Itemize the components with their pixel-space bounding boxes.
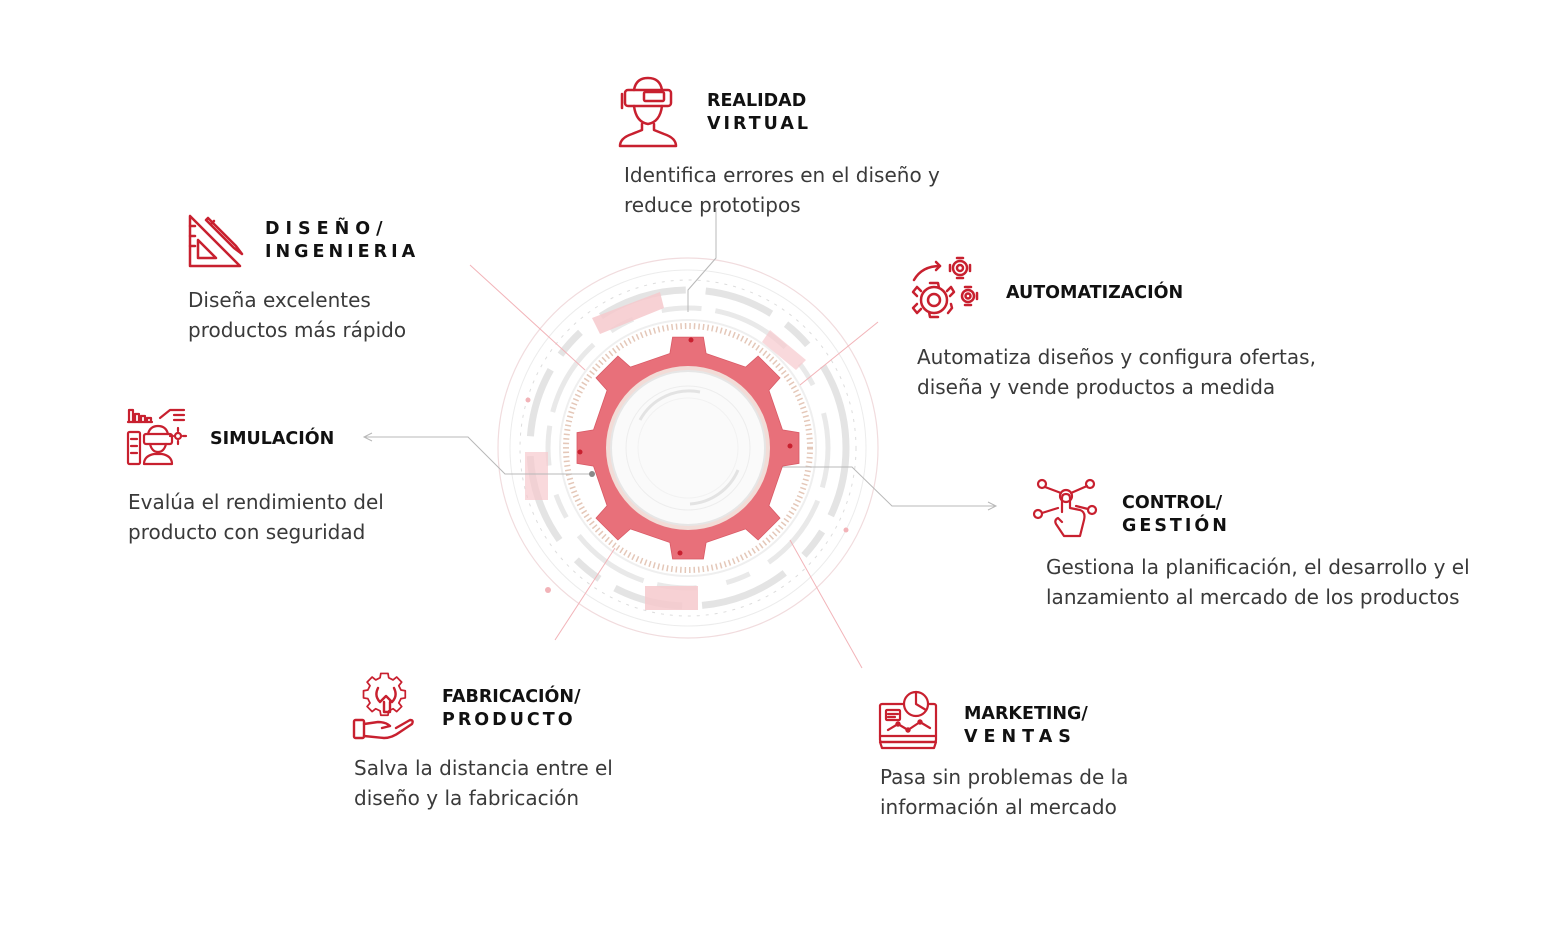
title-producto: PRODUCTO <box>442 710 576 730</box>
title-ingenieria: INGENIERIA <box>265 242 420 262</box>
desc-control-2: lanzamiento al mercado de los productos <box>1046 585 1460 609</box>
desc-fabricacion-2: diseño y la fabricación <box>354 786 580 810</box>
desc-simulacion-2: producto con seguridad <box>128 520 366 544</box>
desc-control-1: Gestiona la planificación, el desarrollo… <box>1046 555 1470 579</box>
title-simulacion: SIMULACIÓN <box>210 429 335 449</box>
pink-ring-segments <box>525 292 806 610</box>
title-fabricacion: FABRICACIÓN/ <box>442 687 581 707</box>
desc-realidad-virtual-1: Identifica errores en el diseño y <box>624 163 940 187</box>
design-tools-icon <box>188 214 244 268</box>
simulation-icon <box>126 408 188 466</box>
title-virtual: VIRTUAL <box>707 114 812 134</box>
desc-realidad-virtual-2: reduce prototipos <box>624 193 801 217</box>
vr-headset-icon <box>618 76 678 148</box>
desc-automatizacion-1: Automatiza diseños y configura ofertas, <box>917 345 1316 369</box>
desc-marketing-1: Pasa sin problemas de la <box>880 765 1129 789</box>
desc-diseno-1: Diseña excelentes <box>188 288 371 312</box>
title-diseno: DISEÑO/ <box>265 219 389 239</box>
desc-diseno-2: productos más rápido <box>188 318 407 342</box>
touch-network-icon <box>1032 478 1098 538</box>
monitor-chart-icon <box>878 690 938 750</box>
title-ventas: VENTAS <box>964 727 1077 747</box>
hand-gear-icon <box>352 672 414 740</box>
title-realidad: REALIDAD <box>707 91 807 111</box>
title-marketing: MARKETING/ <box>964 704 1088 724</box>
desc-simulacion-1: Evalúa el rendimiento del <box>128 490 384 514</box>
desc-fabricacion-1: Salva la distancia entre el <box>354 756 613 780</box>
thin-arrow-lines <box>469 264 879 669</box>
desc-automatizacion-2: diseña y vende productos a medida <box>917 375 1276 399</box>
connector-lines <box>362 208 998 511</box>
title-automatizacion: AUTOMATIZACIÓN <box>1006 283 1184 303</box>
desc-marketing-2: información al mercado <box>880 795 1117 819</box>
title-control: CONTROL/ <box>1122 493 1223 513</box>
gears-icon <box>911 256 979 319</box>
gear-hub <box>606 366 770 530</box>
gear-dots <box>577 337 793 556</box>
title-gestion: GESTIÓN <box>1122 516 1230 536</box>
